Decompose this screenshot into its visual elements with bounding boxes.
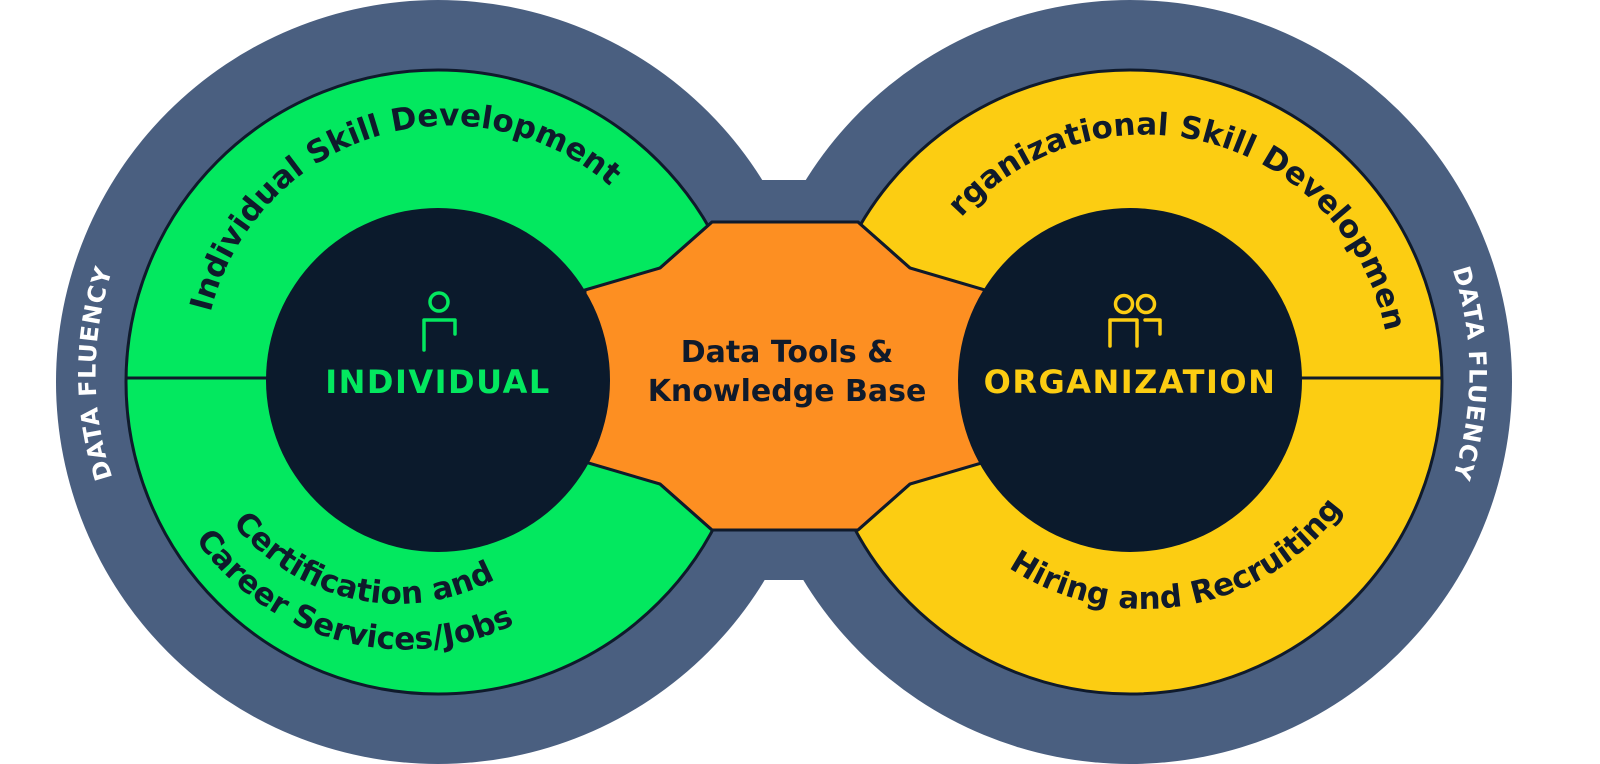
organization-hub-label: ORGANIZATION xyxy=(984,363,1277,401)
individual-hub xyxy=(266,208,610,552)
center-label-line1: Data Tools & xyxy=(681,335,894,370)
individual-hub-label: INDIVIDUAL xyxy=(325,363,551,401)
people-icon xyxy=(1108,293,1162,348)
organization-hub xyxy=(958,208,1302,552)
segment-dividers xyxy=(659,220,911,532)
center-label-line2: Knowledge Base xyxy=(648,374,927,409)
person-icon xyxy=(422,291,457,352)
